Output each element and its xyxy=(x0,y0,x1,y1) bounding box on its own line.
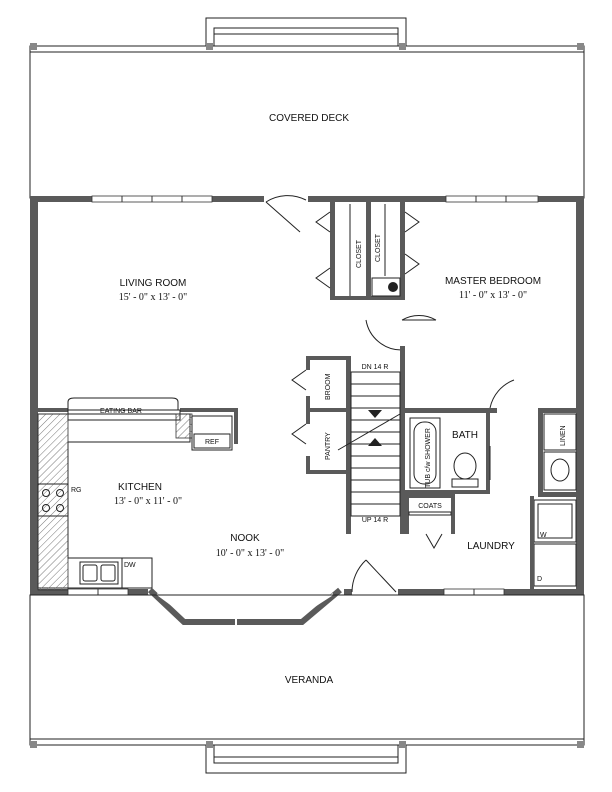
closet-1-label: CLOSET xyxy=(356,239,363,268)
nook: NOOK 10' - 0" x 13' - 0" xyxy=(67,533,505,625)
bath: TUB c/w SHOWER BATH xyxy=(405,379,515,494)
laundry-area: COATS LAUNDRY W D xyxy=(405,494,577,590)
living-room-label: LIVING ROOM xyxy=(120,278,187,289)
linen: LINEN xyxy=(538,408,580,497)
pantry-label: PANTRY xyxy=(325,432,332,460)
sink-icon xyxy=(550,458,570,482)
stairs: DN 14 R UP 14 R xyxy=(337,346,405,534)
veranda: VERANDA xyxy=(29,594,585,774)
master-bedroom-dimensions: 11' - 0" x 13' - 0" xyxy=(459,290,527,301)
bath-label: BATH xyxy=(452,430,478,441)
living-room: LIVING ROOM 15' - 0" x 13' - 0" xyxy=(119,278,187,303)
laundry-label: LAUNDRY xyxy=(467,541,515,552)
range-icon xyxy=(37,483,69,517)
master-bedroom: MASTER BEDROOM 11' - 0" x 13' - 0" xyxy=(365,276,541,351)
ref-label: REF xyxy=(205,439,219,446)
water-heater-icon xyxy=(388,282,398,292)
broom-pantry: BROOM PANTRY xyxy=(291,356,346,474)
covered-deck-label: COVERED DECK xyxy=(269,113,349,124)
nook-label: NOOK xyxy=(230,533,260,544)
top-windows xyxy=(91,195,539,233)
stair-up-label: UP 14 R xyxy=(362,517,388,524)
kitchen-label: KITCHEN xyxy=(118,482,162,493)
kitchen-sink-icon xyxy=(79,561,119,585)
range-label: RG xyxy=(71,487,82,494)
stair-down-label: DN 14 R xyxy=(362,364,389,371)
master-bedroom-label: MASTER BEDROOM xyxy=(445,276,541,287)
living-room-dimensions: 15' - 0" x 13' - 0" xyxy=(119,292,187,303)
broom-label: BROOM xyxy=(325,373,332,400)
closets: CLOSET CLOSET xyxy=(315,200,420,300)
covered-deck: COVERED DECK xyxy=(29,17,585,199)
kitchen-dimensions: 13' - 0" x 11' - 0" xyxy=(114,496,182,507)
eating-bar-label: EATING BAR xyxy=(100,408,142,415)
veranda-label: VERANDA xyxy=(285,675,334,686)
exterior-walls xyxy=(30,196,584,595)
coats-label: COATS xyxy=(418,503,442,510)
tub-shower-label: TUB c/w SHOWER xyxy=(425,428,432,488)
nook-dimensions: 10' - 0" x 13' - 0" xyxy=(216,548,284,559)
linen-label: LINEN xyxy=(560,425,567,446)
washer-label: W xyxy=(540,532,547,539)
dishwasher-label: DW xyxy=(124,562,136,569)
closet-2-label: CLOSET xyxy=(375,233,382,262)
toilet-icon xyxy=(453,452,477,480)
kitchen: EATING BAR REF RG DW KITCHEN 13' - 0" x … xyxy=(30,397,238,591)
dryer-label: D xyxy=(537,576,542,583)
